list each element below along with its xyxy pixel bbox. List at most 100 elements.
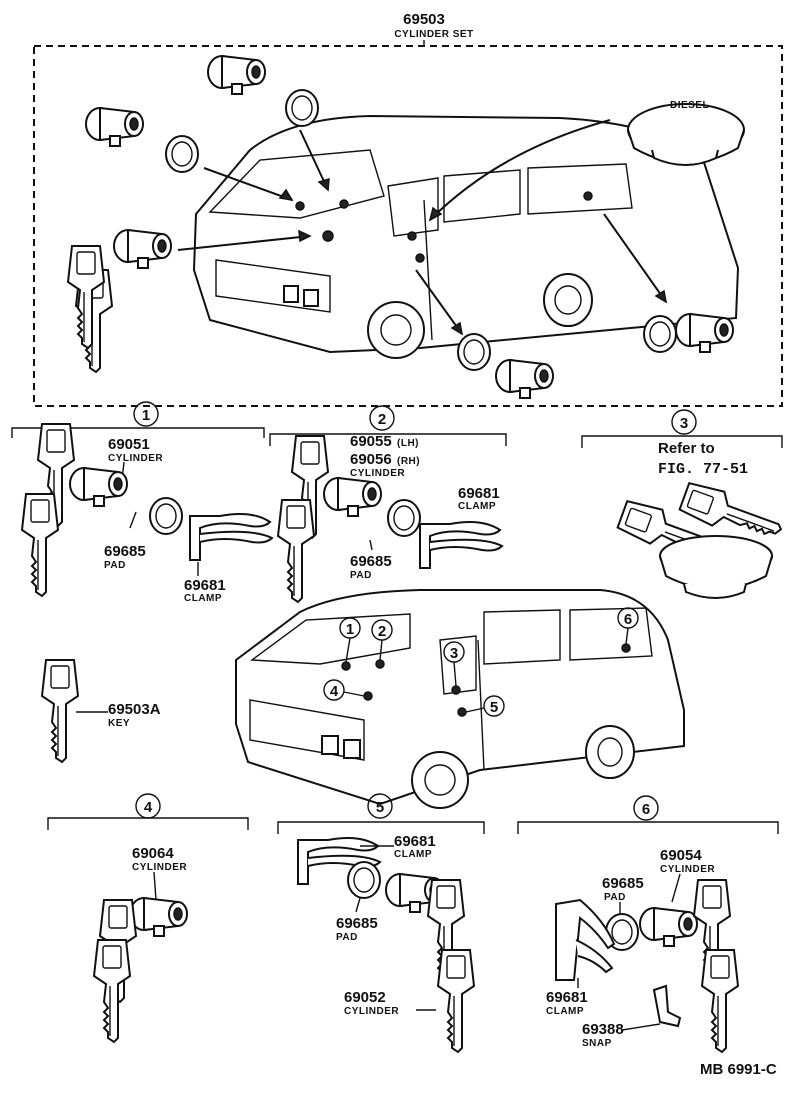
spare-key: 69503A KEY [41,659,161,763]
group-2-callout-circle [369,405,395,431]
g5-cylinder-part-number: 69052 [344,989,386,1006]
cylinder-icon [113,229,172,269]
cylinder-icon [323,477,382,517]
group-1-index: 1 [142,407,150,424]
group-2: 2 69055 (LH) 69056 (RH) CYLINDER 69681 C… [269,405,507,603]
group-3-callout-circle [671,409,697,435]
cylinder-icon [129,897,188,937]
cylinder-icon [495,359,554,399]
g2-rh-suffix: (RH) [397,456,420,467]
pad-icon [285,89,319,127]
pad-icon [347,861,381,899]
cylinder-icon [69,467,128,507]
g2-clamp-label: CLAMP [458,501,496,512]
snap-icon [652,984,682,1028]
g6-clamp-label: CLAMP [546,1006,584,1017]
cylinder-set-dashed-box [33,45,783,407]
g5-clamp-part-number: 69681 [394,833,436,850]
key-part-number: 69503A [108,701,161,718]
g2-cylinder-label: CYLINDER [350,468,405,479]
g6-snap-part-number: 69388 [582,1021,624,1038]
g1-pad-part-number: 69685 [104,543,146,560]
g1-cylinder-label: CYLINDER [108,453,163,464]
key-icon [277,499,315,603]
van-illustration-middle [235,589,685,809]
van-callout-3: 3 [450,645,458,662]
g6-pad-label: PAD [604,892,626,903]
group-6-index: 6 [642,801,650,818]
cylinder-icon [207,55,266,95]
g5-clamp-label: CLAMP [394,849,432,860]
clamp-icon [555,898,616,981]
g6-clamp-part-number: 69681 [546,989,588,1006]
group-3-bracket [581,435,783,448]
g2-pad-part-number: 69685 [350,553,392,570]
group-3: 3 Refer to FIG. 77-51 [581,409,788,599]
cylinder-icon [85,107,144,147]
pad-icon [149,497,183,535]
van-callout-1: 1 [346,621,354,638]
key-label: KEY [108,718,130,729]
g1-pad-label: PAD [104,560,126,571]
g2-cylinder-rh-part-number: 69056 [350,451,392,468]
cylinder-set-parts: DIESEL [67,55,745,399]
key-icon [701,949,739,1053]
cylinder-icon [675,313,734,353]
g2-clamp-part-number: 69681 [458,485,500,502]
group-5: 5 69681 CLAMP 69685 PAD 69052 CYLINDER [277,793,485,1053]
fuel-cap-icon [659,535,773,599]
van-callouts: 1 2 3 4 5 6 [323,607,639,717]
group-2-index: 2 [378,411,386,428]
van-callout-2: 2 [378,623,386,640]
figure-code: MB 6991-C [700,1061,777,1078]
g2-lh-suffix: (LH) [397,438,419,449]
g1-cylinder-part-number: 69051 [108,436,150,453]
g6-cylinder-label: CYLINDER [660,864,715,875]
key-icon [437,949,475,1053]
pad-icon [643,315,677,353]
clamp-icon [419,521,503,569]
g6-pad-part-number: 69685 [602,875,644,892]
g1-clamp-label: CLAMP [184,593,222,604]
g2-cylinder-lh-part-number: 69055 [350,433,392,450]
cylinder-set-label: CYLINDER SET [394,29,473,40]
cylinder-set-part-number: 69503 [403,11,445,28]
g6-snap-label: SNAP [582,1038,612,1049]
group-5-callout-circle [367,793,393,819]
group-1-bracket [11,427,265,438]
group-5-index: 5 [376,799,384,816]
group-3-index: 3 [680,415,688,432]
group-1: 1 69051 CYLINDER 69685 PAD 69681 CLAMP [11,401,273,604]
pad-icon [457,333,491,371]
van-illustration-top [192,114,740,359]
g4-cylinder-part-number: 69064 [132,845,174,862]
g3-refer-line-2: FIG. 77-51 [658,461,748,478]
group-4-index: 4 [144,799,153,816]
g6-cylinder-part-number: 69054 [660,847,702,864]
fuel-cap-text: DIESEL [670,100,709,111]
g3-refer-line-1: Refer to [658,440,715,457]
group-4-bracket [47,817,249,830]
g1-clamp-part-number: 69681 [184,577,226,594]
group-6-bracket [517,821,779,834]
fuel-cap-icon: DIESEL [627,100,745,166]
pad-icon [165,135,199,173]
van-callout-6: 6 [624,611,632,628]
pad-icon [387,499,421,537]
g5-pad-label: PAD [336,932,358,943]
key-icon [41,659,79,763]
van-callout-4-circle [323,679,345,701]
group-6: 6 69054 CYLINDER 69685 PAD 69681 CLAMP 6… [517,795,779,1053]
van-callout-5-circle [483,695,505,717]
group-6-callout-circle [633,795,659,821]
van-callout-4: 4 [330,683,339,700]
g2-pad-label: PAD [350,570,372,581]
group-4: 4 69064 CYLINDER [47,793,249,1043]
van-callout-5: 5 [490,699,498,716]
cylinder-icon [639,907,698,947]
g4-cylinder-label: CYLINDER [132,862,187,873]
group-5-bracket [277,821,485,834]
group-2-bracket [269,433,507,446]
g5-cylinder-label: CYLINDER [344,1006,399,1017]
